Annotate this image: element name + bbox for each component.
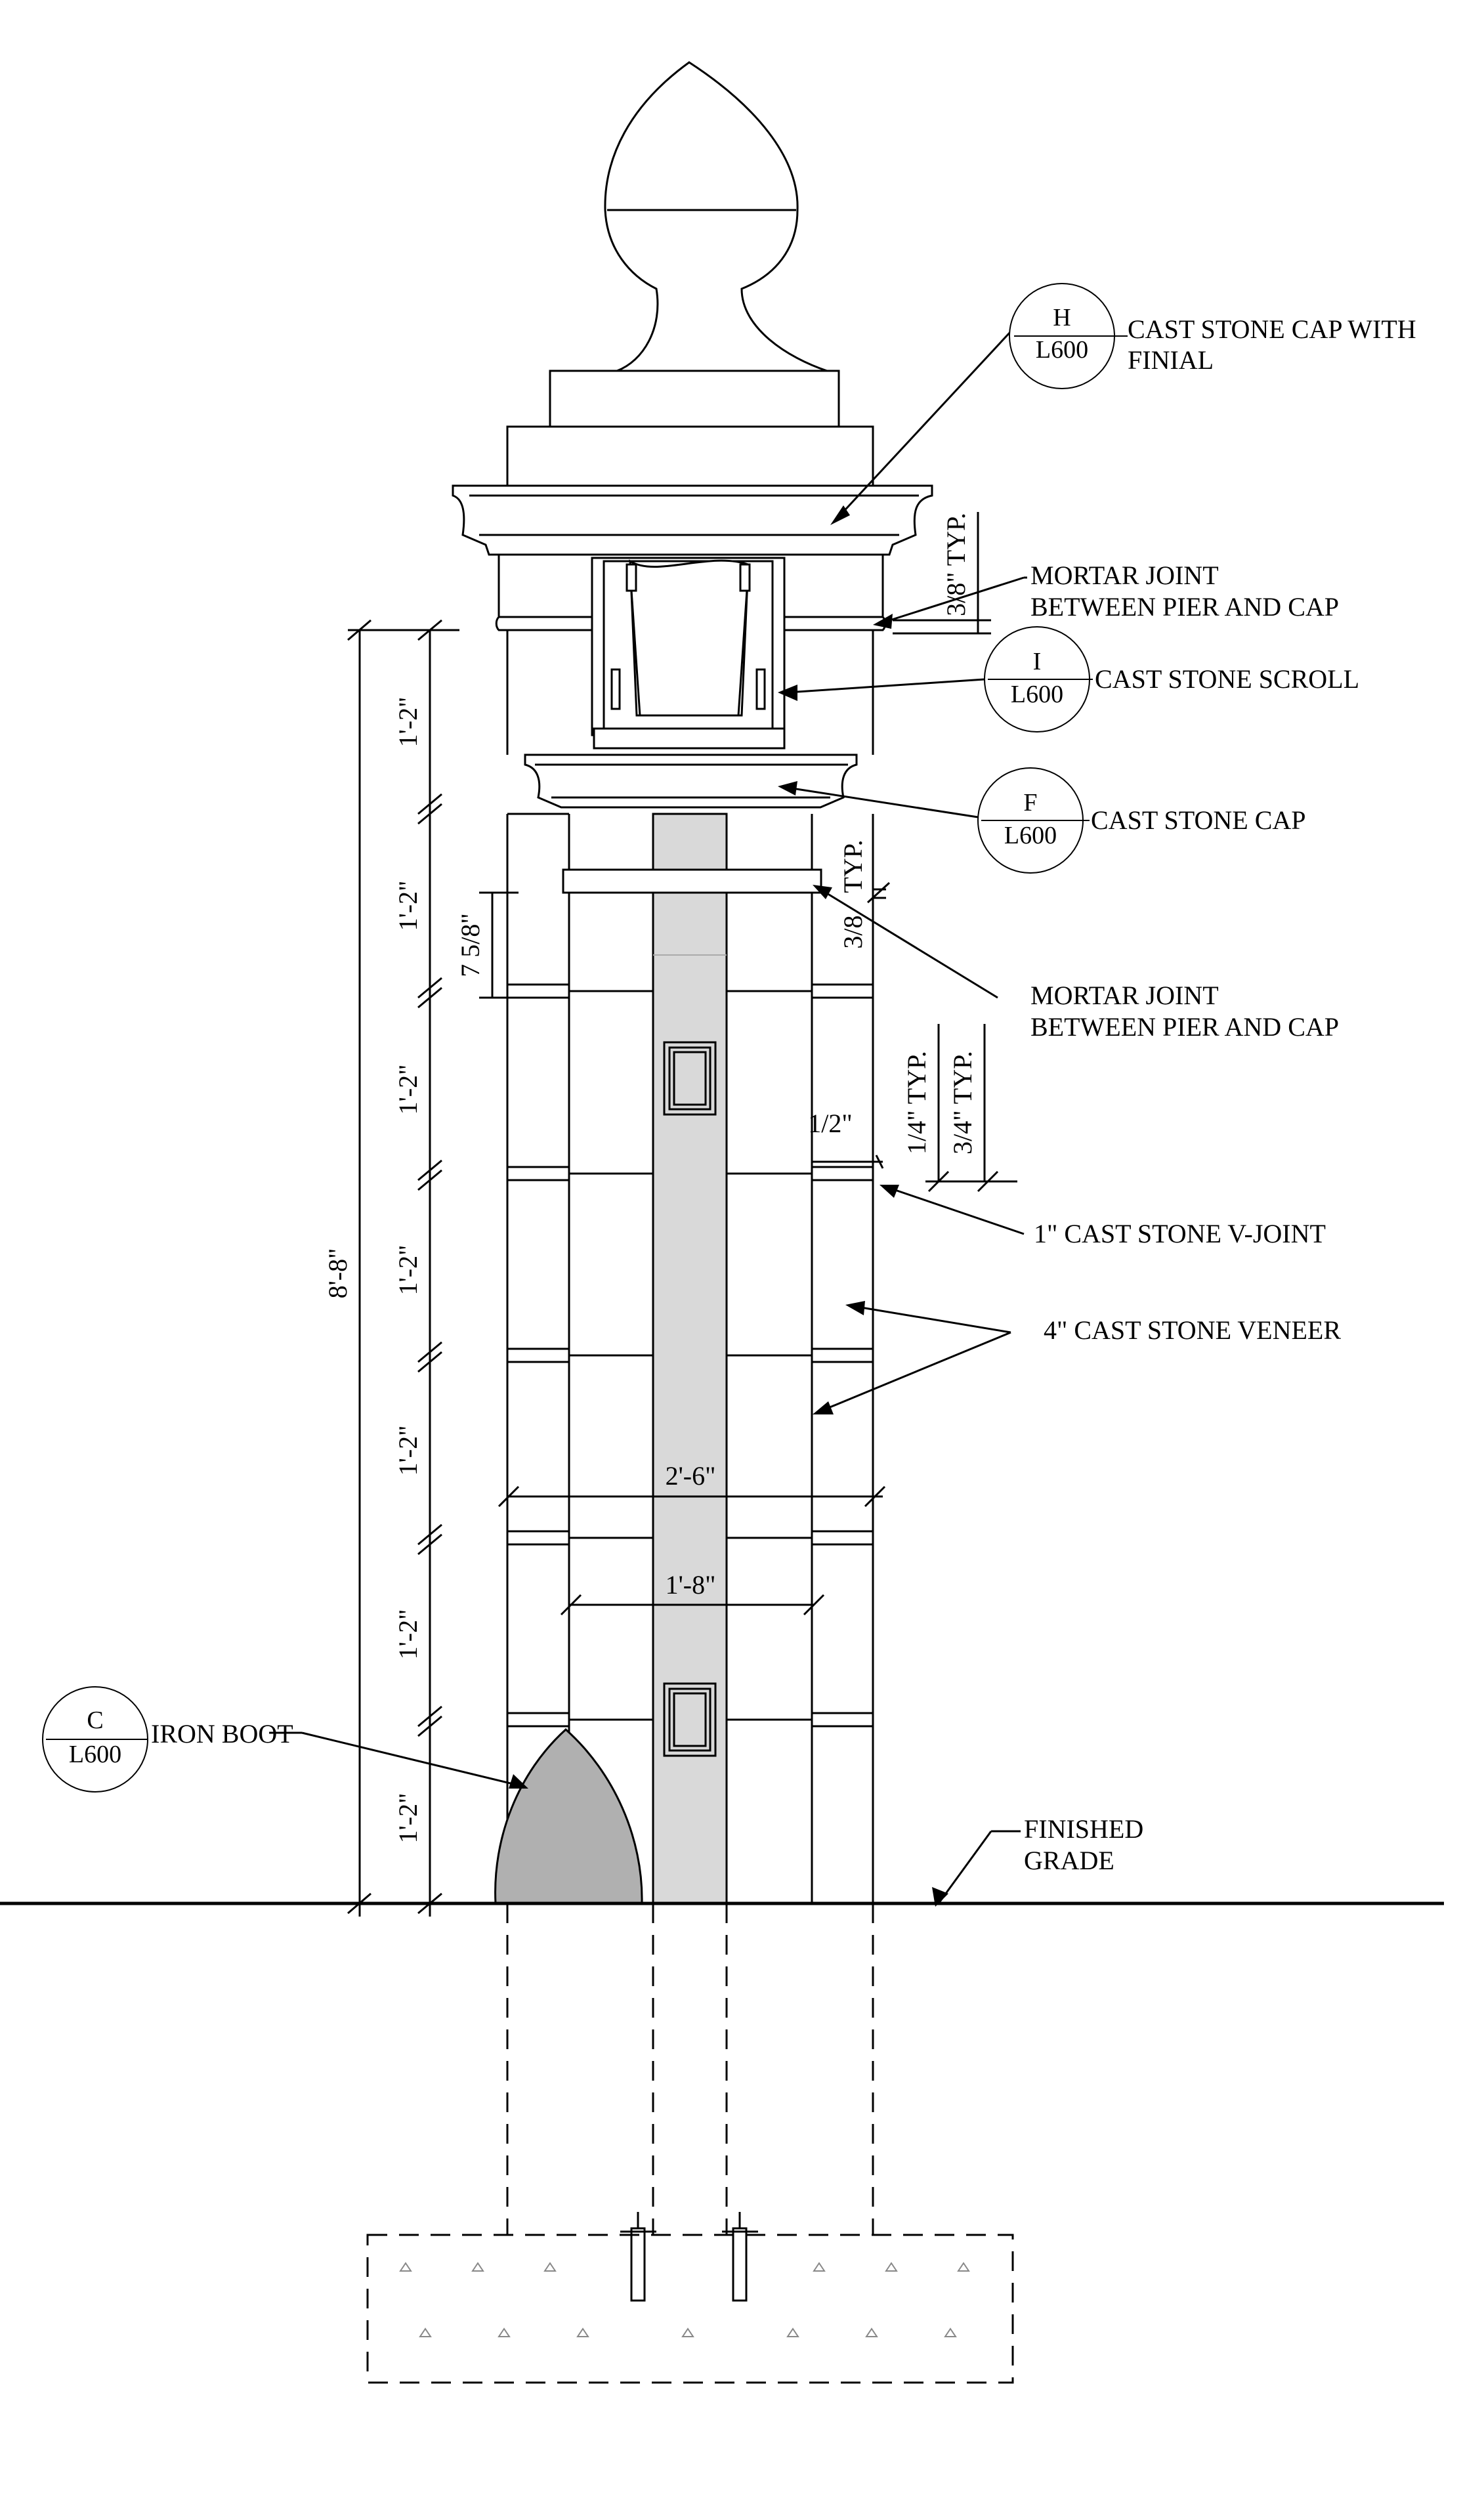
iron-boot	[494, 1728, 643, 1905]
dim-course-6: 1'-2"	[393, 1609, 423, 1660]
label-grade-2: GRADE	[1024, 1846, 1114, 1875]
dim-course-3: 1'-2"	[393, 1065, 423, 1115]
dim-shaft-width: 1'-8"	[666, 1570, 716, 1600]
callout-finished-grade: FINISHED GRADE	[991, 1814, 1143, 1875]
callout-veneer: 4" CAST STONE VENEER	[1044, 1315, 1341, 1345]
callout-v-joint: 1" CAST STONE V-JOINT	[1034, 1219, 1326, 1248]
label-scroll: CAST STONE SCROLL	[1095, 664, 1359, 694]
bubble-sheet-f: L600	[1004, 822, 1057, 849]
arrowheads	[509, 505, 948, 1907]
label-cap-with-finial-2: FINIAL	[1128, 345, 1214, 375]
dim-pier-width: 2'-6"	[666, 1461, 716, 1491]
v-joints	[506, 983, 874, 1728]
dim-course-1: 1'-2"	[393, 697, 423, 748]
dim-three-eighths-typ-upper: 3/8" TYP.	[941, 513, 971, 616]
access-panel-lower	[663, 1682, 717, 1757]
callout-mortar-joint-upper: MORTAR JOINT BETWEEN PIER AND CAP	[1024, 561, 1339, 622]
dim-seven-five-eighths: 7 5/8"	[456, 913, 485, 977]
label-v-joint: 1" CAST STONE V-JOINT	[1034, 1219, 1326, 1248]
lower-cap	[524, 753, 858, 809]
dim-course-4: 1'-2"	[393, 1245, 423, 1296]
finial	[549, 61, 840, 428]
leaders	[301, 330, 1025, 1904]
label-mortar-upper-2: BETWEEN PIER AND CAP	[1030, 592, 1339, 622]
dim-lower-joint	[866, 881, 891, 904]
bubble-sheet-c: L600	[69, 1741, 121, 1768]
callout-iron-boot: C L600 IRON BOOT	[42, 1686, 302, 1793]
label-cap: CAST STONE CAP	[1091, 805, 1306, 835]
dim-half-inch: 1/2"	[808, 1109, 852, 1138]
anchor-bolts	[620, 2212, 758, 2302]
dim-three-eighths-typ-lower-a: TYP.	[838, 839, 868, 893]
pier-shaft	[652, 813, 728, 1905]
dim-overall-height: 8'-8"	[323, 1248, 352, 1299]
dim-course-2: 1'-2"	[393, 881, 423, 931]
footing	[366, 1903, 1014, 2384]
dim-three-eighths-typ-lower-b: 3/8	[838, 915, 868, 948]
dim-quarter-typ: 1/4" TYP.	[902, 1051, 931, 1155]
bubble-tag-c: C	[87, 1707, 103, 1734]
scroll-niche	[591, 557, 786, 736]
label-veneer: 4" CAST STONE VENEER	[1044, 1315, 1341, 1345]
label-mortar-upper-1: MORTAR JOINT	[1030, 561, 1219, 590]
bubble-tag-i: I	[1033, 648, 1042, 675]
pier-upper-body	[506, 630, 874, 755]
access-panel-upper	[663, 1041, 717, 1116]
callout-scroll: I L600 CAST STONE SCROLL	[984, 626, 1359, 732]
bubble-sheet-h: L600	[1036, 336, 1088, 364]
label-grade-1: FINISHED	[1024, 1814, 1143, 1844]
dim-horizontal	[498, 1474, 886, 1616]
dim-vjoint-details	[812, 1024, 1017, 1193]
bubble-tag-f: F	[1023, 789, 1037, 817]
bubble-sheet-i: L600	[1011, 681, 1063, 708]
label-mortar-lower-1: MORTAR JOINT	[1030, 981, 1219, 1010]
vertical-dimensions	[347, 619, 519, 1917]
label-mortar-lower-2: BETWEEN PIER AND CAP	[1030, 1012, 1339, 1042]
dim-course-7: 1'-2"	[393, 1793, 423, 1844]
label-cap-with-finial-1: CAST STONE CAP WITH	[1128, 314, 1416, 344]
callout-cap: F L600 CAST STONE CAP	[977, 767, 1306, 874]
callout-mortar-joint-lower: MORTAR JOINT BETWEEN PIER AND CAP	[1030, 981, 1339, 1042]
pier-veneer	[506, 813, 874, 1903]
dim-course-5: 1'-2"	[393, 1426, 423, 1476]
concrete-hatch	[399, 2262, 970, 2337]
callout-cap-with-finial: H L600 CAST STONE CAP WITH FINIAL	[1009, 283, 1416, 389]
bubble-tag-h: H	[1053, 304, 1071, 331]
dim-three-quarter-typ: 3/4" TYP.	[948, 1051, 977, 1155]
dim-upper-joint	[893, 512, 991, 635]
